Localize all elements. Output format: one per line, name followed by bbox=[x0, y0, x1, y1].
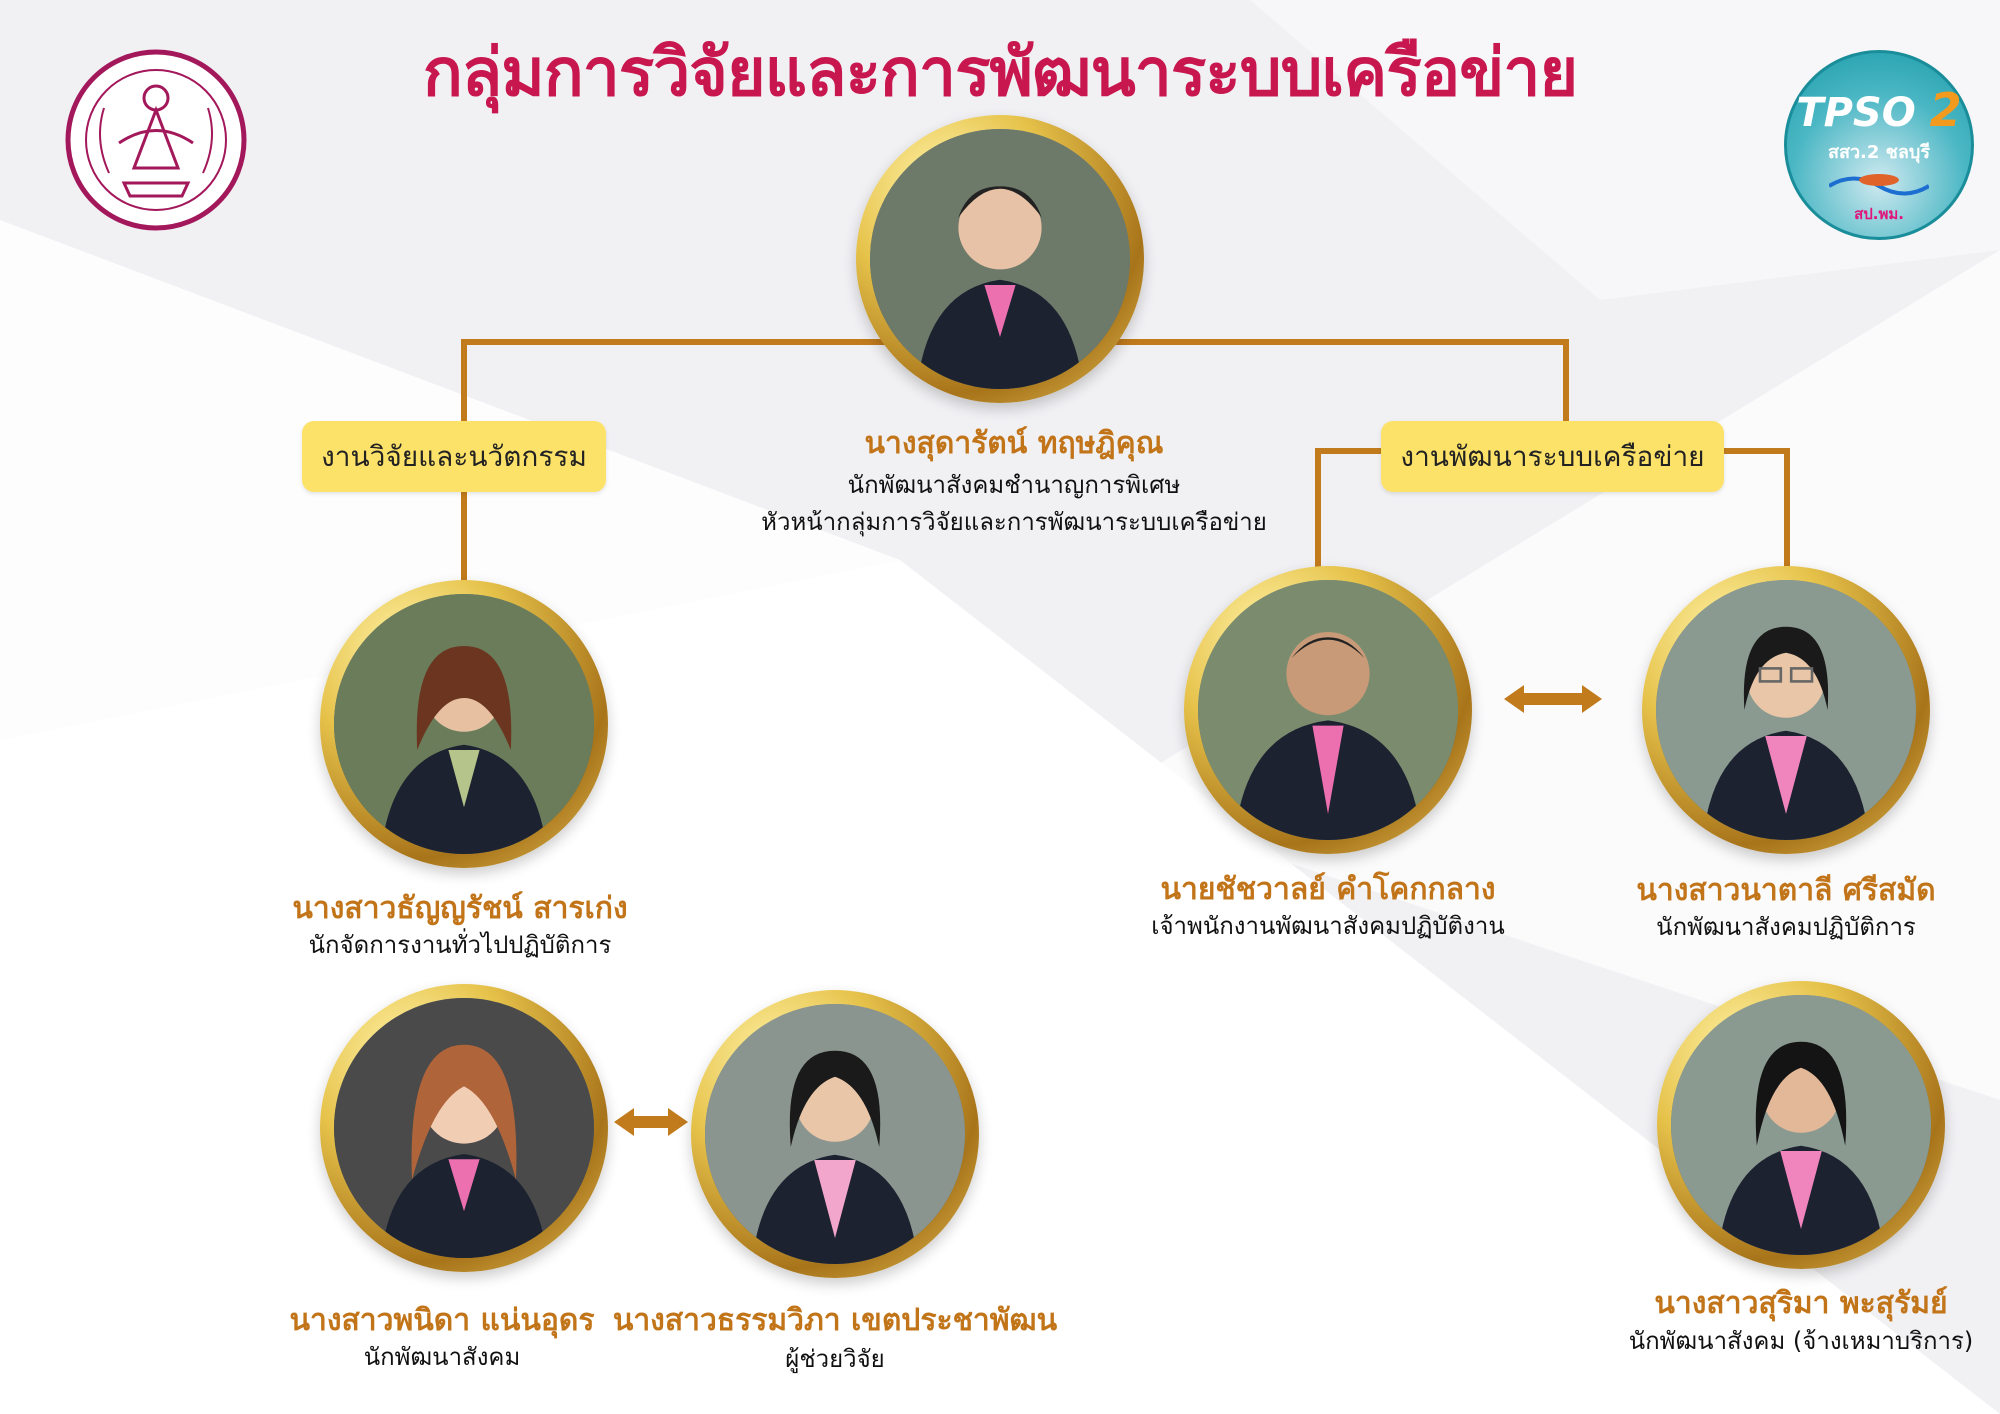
member-photo bbox=[1657, 981, 1945, 1269]
member-photo bbox=[1184, 566, 1472, 854]
logo-footer: สป.พม. bbox=[1854, 204, 1904, 223]
head-name: นางสุดารัตน์ ทฤษฎิคุณ bbox=[864, 426, 1164, 461]
member-role: นักพัฒนาสังคมปฏิบัติการ bbox=[1656, 913, 1916, 941]
member-photo bbox=[320, 984, 608, 1272]
page-title: กลุ่มการวิจัยและการพัฒนาระบบเครือข่าย bbox=[422, 34, 1578, 111]
member-name: นายชัชวาลย์ คำโคกกลาง bbox=[1160, 872, 1496, 907]
ministry-seal-icon bbox=[64, 48, 248, 232]
connector-line bbox=[461, 490, 467, 582]
member-role: นักจัดการงานทั่วไปปฏิบัติการ bbox=[308, 931, 612, 959]
member-name: นางสาวนาตาลี ศรีสมัด bbox=[1636, 873, 1936, 908]
member-role: เจ้าพนักงานพัฒนาสังคมปฏิบัติงาน bbox=[1151, 912, 1505, 940]
double-arrow-icon bbox=[614, 1108, 688, 1136]
unit-network-development: งานพัฒนาระบบเครือข่าย bbox=[1381, 421, 1724, 492]
head-role: นักพัฒนาสังคมชำนาญการพิเศษ bbox=[847, 471, 1181, 499]
member-photo bbox=[1642, 566, 1930, 854]
logo-number: 2 bbox=[1929, 82, 1962, 137]
member-photo bbox=[320, 580, 608, 868]
member-name: นางสาวธัญญรัชน์ สารเก่ง bbox=[292, 891, 628, 926]
member-name: นางสาวธรรมวิภา เขตประชาพัฒน bbox=[612, 1303, 1058, 1338]
member-role: นักพัฒนาสังคม (จ้างเหมาบริการ) bbox=[1628, 1327, 1974, 1355]
wave-icon bbox=[1829, 173, 1929, 195]
logo-subtitle: สสว.2 ชลบุรี bbox=[1827, 141, 1931, 163]
member-name: นางสาวพนิดา แน่นอุดร bbox=[289, 1303, 595, 1338]
connector-line bbox=[461, 339, 467, 423]
connector-line bbox=[1722, 448, 1790, 454]
member-role: ผู้ช่วยวิจัย bbox=[785, 1345, 885, 1373]
head-photo bbox=[856, 115, 1144, 403]
tpso2-logo-icon: TPSO 2 สสว.2 ชลบุรี สป.พม. bbox=[1784, 50, 1974, 240]
member-photo bbox=[691, 990, 979, 1278]
connector-line bbox=[1784, 448, 1790, 570]
connector-line bbox=[1563, 339, 1569, 423]
unit-research-innovation: งานวิจัยและนวัตกรรม bbox=[302, 421, 606, 492]
head-position: หัวหน้ากลุ่มการวิจัยและการพัฒนาระบบเครือ… bbox=[761, 508, 1267, 536]
logo-text: TPSO bbox=[1796, 89, 1916, 136]
member-name: นางสาวสุริมา พะสุรัมย์ bbox=[1654, 1286, 1948, 1321]
connector-line bbox=[1315, 448, 1321, 570]
connector-line bbox=[1315, 448, 1383, 454]
member-role: นักพัฒนาสังคม bbox=[363, 1343, 521, 1371]
double-arrow-icon bbox=[1504, 685, 1602, 713]
